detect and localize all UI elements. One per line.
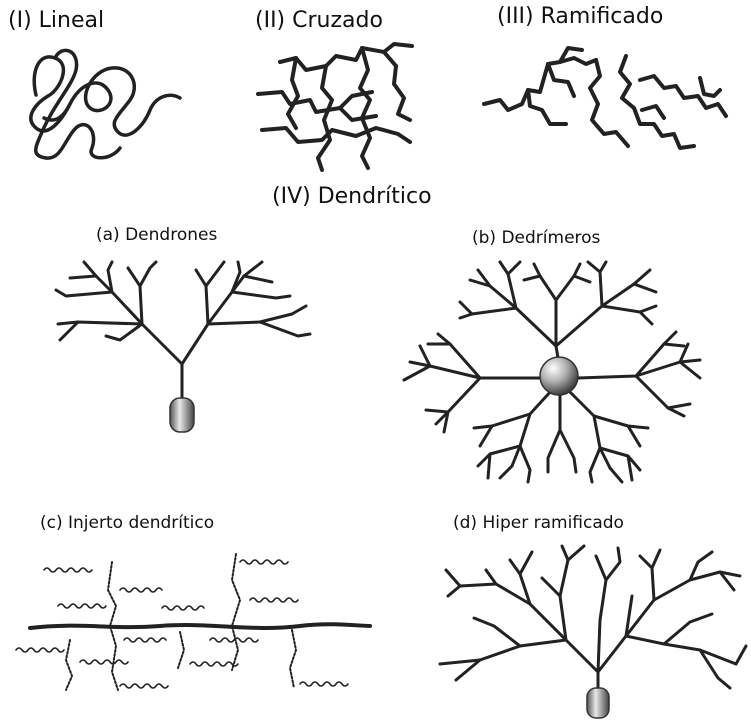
branched-chains-drawing: [484, 48, 726, 148]
dendritic-graft-drawing: [16, 554, 370, 690]
crosslinked-network-drawing: [258, 44, 412, 170]
linear-chain-drawing: [31, 50, 180, 158]
hyperbranched-core-capsule: [587, 688, 609, 718]
dendron-drawing: [56, 262, 310, 398]
dendron-core-capsule: [170, 398, 194, 432]
dendrimer-core-sphere: [540, 357, 578, 395]
hyperbranched-drawing: [440, 546, 746, 690]
